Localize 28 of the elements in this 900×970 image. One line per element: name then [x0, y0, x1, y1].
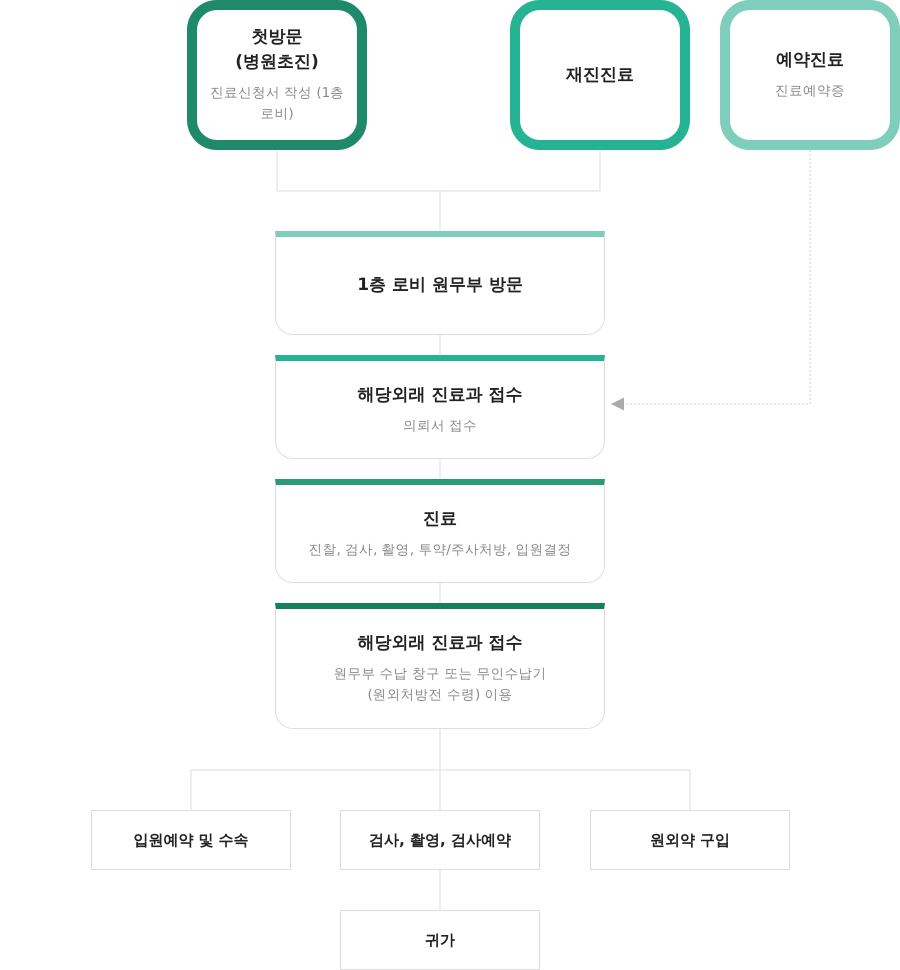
step-note: 진찰, 검사, 촬영, 투약/주사처방, 입원결정: [308, 540, 572, 560]
step-title: 해당외래 진료과 접수: [358, 632, 522, 655]
visit-type-box: [720, 0, 900, 150]
visit-type-box: [510, 0, 690, 150]
step-title: 진료: [423, 508, 457, 530]
result-box: [590, 810, 790, 870]
step-box: [275, 355, 605, 459]
step-note: 원무부 수납 창구 또는 무인수납기(원외처방전 수령) 이용: [332, 665, 548, 705]
step-title: 1층 로비 원무부 방문: [357, 274, 523, 297]
step-title: 예약진료: [776, 49, 844, 72]
step-title: 귀가: [425, 930, 455, 950]
step-box: [275, 231, 605, 335]
step-title: 원외약 구입: [650, 830, 730, 850]
step-box: [275, 603, 605, 729]
result-box: [340, 810, 540, 870]
result-box: [340, 910, 540, 970]
step-title: 입원예약 및 수속: [133, 830, 249, 850]
step-note: 진료신청서 작성 (1층 로비): [209, 84, 345, 124]
step-title: 재진진료: [566, 64, 634, 86]
step-title: 검사, 촬영, 검사예약: [369, 830, 511, 850]
step-box: [275, 479, 605, 583]
result-box: [91, 810, 291, 870]
visit-type-box: [187, 0, 367, 150]
step-title: 첫방문 (병원초진): [234, 26, 320, 74]
step-title: 해당외래 진료과 접수: [358, 384, 522, 406]
arrow: [610, 150, 810, 410]
step-note: 진료예약증: [775, 82, 845, 101]
step-note: 의뢰서 접수: [402, 416, 478, 436]
